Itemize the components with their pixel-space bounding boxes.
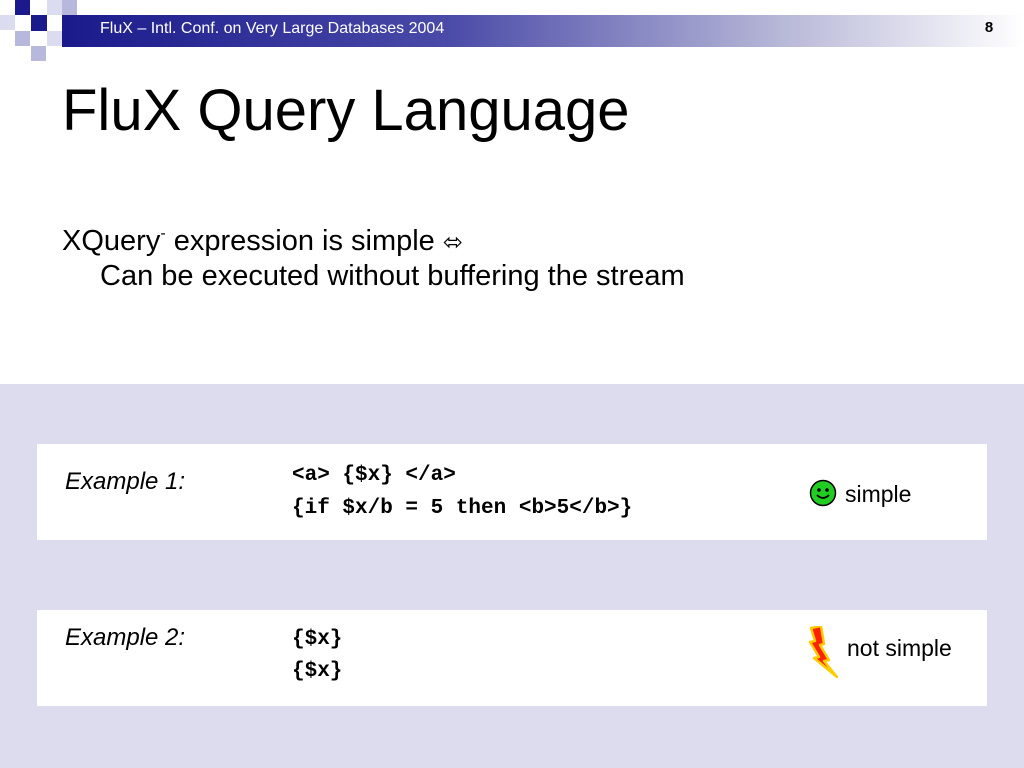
code-line: {$x} bbox=[292, 660, 343, 683]
header-bar bbox=[62, 15, 1024, 47]
header-title: FluX – Intl. Conf. on Very Large Databas… bbox=[100, 20, 445, 37]
slide-title: FluX Query Language bbox=[62, 78, 630, 143]
body-line-2: Can be executed without buffering the st… bbox=[100, 260, 685, 292]
code-line: {if $x/b = 5 then <b>5</b>} bbox=[292, 497, 633, 520]
equivalence-symbol: ⬄ bbox=[442, 228, 463, 256]
example-box-2: Example 2: {$x} {$x} not simple bbox=[37, 610, 987, 706]
lightning-icon bbox=[808, 626, 839, 678]
example-label: Example 1: bbox=[65, 468, 186, 495]
body-line-1-suffix: expression is simple bbox=[165, 225, 443, 257]
slide-number: 8 bbox=[984, 19, 994, 36]
examples-band bbox=[0, 384, 1024, 768]
example-label: Example 2: bbox=[65, 624, 186, 651]
code-line: <a> {$x} </a> bbox=[292, 464, 456, 487]
code-line: {$x} bbox=[292, 628, 343, 651]
verdict-label: simple bbox=[845, 481, 912, 507]
example-box-1: Example 1: <a> {$x} </a> {if $x/b = 5 th… bbox=[37, 444, 987, 540]
body-line-1-prefix: XQuery bbox=[62, 225, 161, 257]
verdict-label: not simple bbox=[847, 635, 952, 661]
body-line-1: XQuery- expression is simple ⬄ bbox=[62, 216, 463, 260]
smiley-icon bbox=[809, 479, 837, 507]
body-line-1-sup: - bbox=[160, 225, 166, 242]
